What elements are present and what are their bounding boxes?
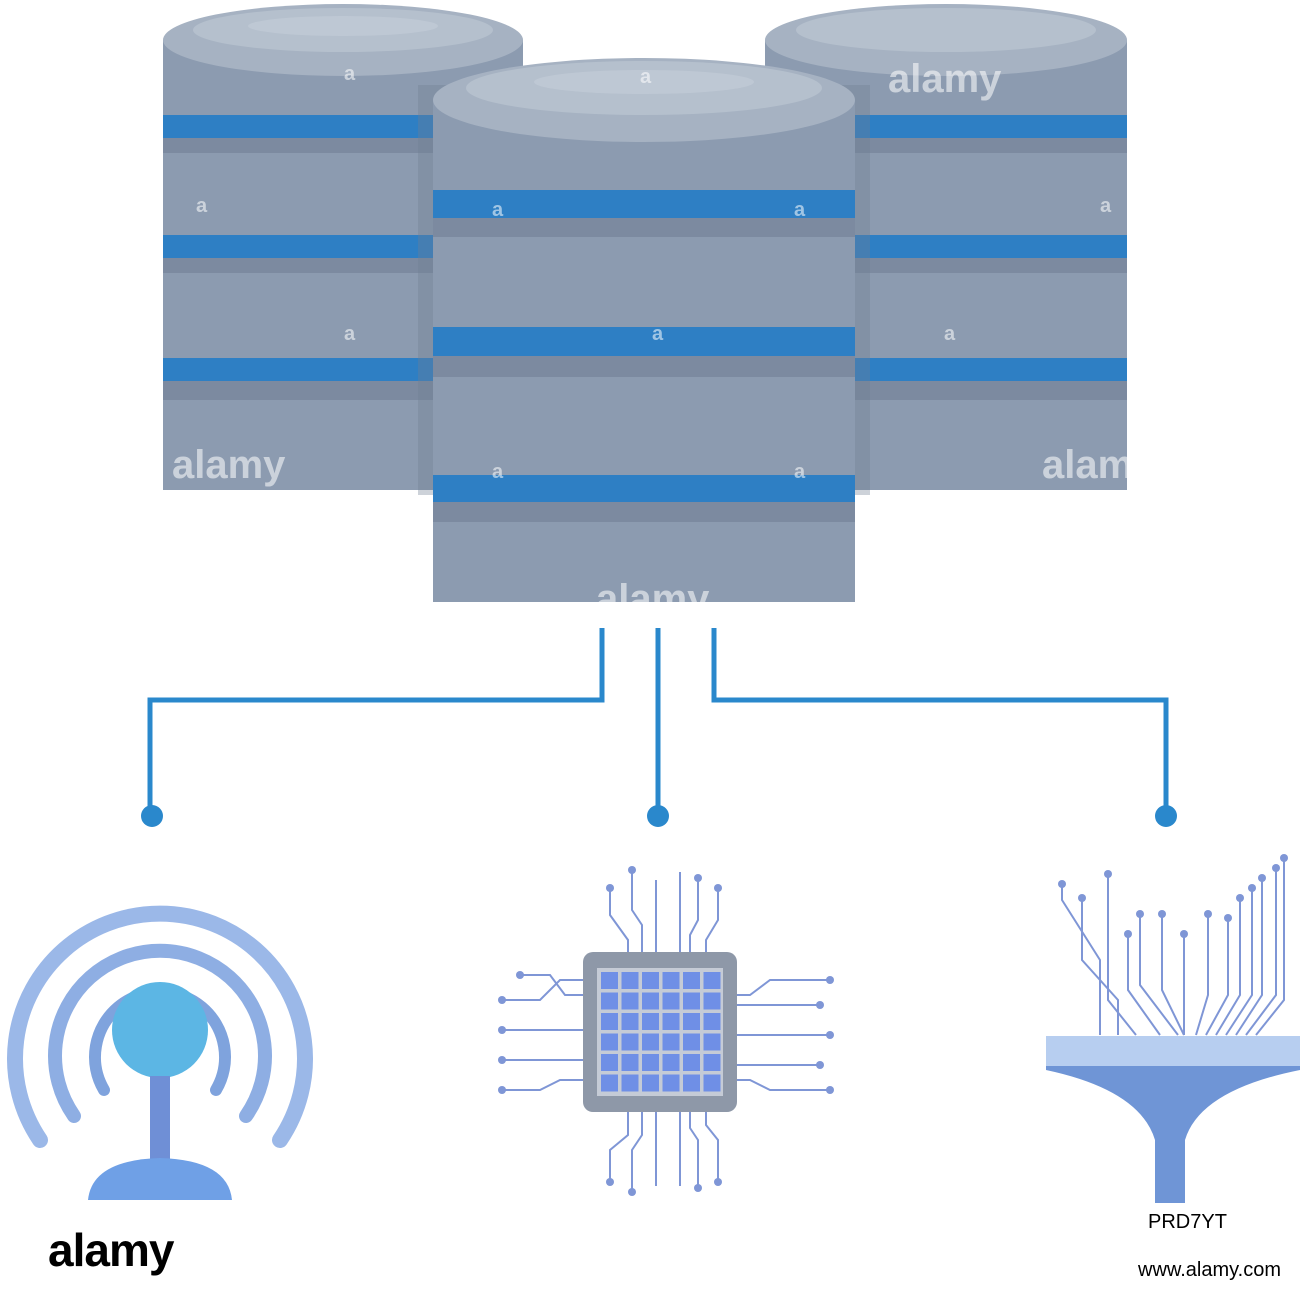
svg-text:alamy: alamy <box>596 577 710 621</box>
wifi-antenna-icon <box>7 905 313 1200</box>
chip-cell <box>642 1013 659 1030</box>
chip-cell <box>601 1013 618 1030</box>
chip-cell <box>621 1013 639 1030</box>
chip-cell <box>662 972 680 989</box>
alamy-logo: alamy <box>48 1224 174 1276</box>
cpu-chip-icon <box>498 866 834 1196</box>
chip-cell <box>662 992 680 1010</box>
chip-cell <box>703 1054 721 1071</box>
svg-text:alamy: alamy <box>1042 443 1156 487</box>
chip-cell <box>683 1074 700 1092</box>
chip-cell <box>642 1033 659 1051</box>
chip-cell <box>662 1033 680 1051</box>
chip-cell <box>703 1033 721 1051</box>
chip-cell <box>621 992 639 1010</box>
svg-text:a: a <box>344 323 356 345</box>
svg-text:a: a <box>344 63 356 85</box>
svg-text:a: a <box>196 195 208 217</box>
chip-cell <box>621 1033 639 1051</box>
chip-cell <box>703 992 721 1010</box>
chip-cell <box>642 1054 659 1071</box>
svg-text:a: a <box>794 199 806 221</box>
database-center-icon: a a a a a a alamy <box>418 58 870 621</box>
image-code: PRD7YT <box>1148 1211 1227 1233</box>
chip-cell <box>601 972 618 989</box>
chip-cell <box>662 1074 680 1092</box>
svg-text:a: a <box>492 461 504 483</box>
chip-cell <box>703 972 721 989</box>
svg-text:alamy: alamy <box>172 443 286 487</box>
site-url: www.alamy.com <box>1138 1259 1281 1281</box>
chip-cell <box>662 1013 680 1030</box>
data-funnel-icon <box>1046 854 1300 1203</box>
chip-cell <box>703 1013 721 1030</box>
svg-text:a: a <box>1100 195 1112 217</box>
svg-text:a: a <box>492 199 504 221</box>
chip-cell <box>601 1033 618 1051</box>
chip-cell <box>642 972 659 989</box>
chip-cell <box>662 1054 680 1071</box>
chip-cell <box>683 1013 700 1030</box>
svg-text:a: a <box>944 323 956 345</box>
chip-cell <box>621 972 639 989</box>
svg-text:a: a <box>640 66 652 88</box>
chip-cell <box>621 1054 639 1071</box>
chip-cell <box>601 992 618 1010</box>
connector-nodes <box>141 805 1177 827</box>
chip-cell <box>642 992 659 1010</box>
svg-text:alamy: alamy <box>888 57 1002 101</box>
chip-cell <box>601 1074 618 1092</box>
svg-text:a: a <box>652 323 664 345</box>
chip-cell <box>683 1054 700 1071</box>
chip-cell <box>601 1054 618 1071</box>
chip-cell <box>621 1074 639 1092</box>
chip-cell <box>703 1074 721 1092</box>
chip-cell <box>683 972 700 989</box>
connector-lines <box>147 628 1169 810</box>
chip-cell <box>683 992 700 1010</box>
footer-bar: alamy PRD7YT www.alamy.com <box>0 1203 1300 1293</box>
chip-cell <box>642 1074 659 1092</box>
svg-text:a: a <box>794 461 806 483</box>
chip-cell <box>683 1033 700 1051</box>
